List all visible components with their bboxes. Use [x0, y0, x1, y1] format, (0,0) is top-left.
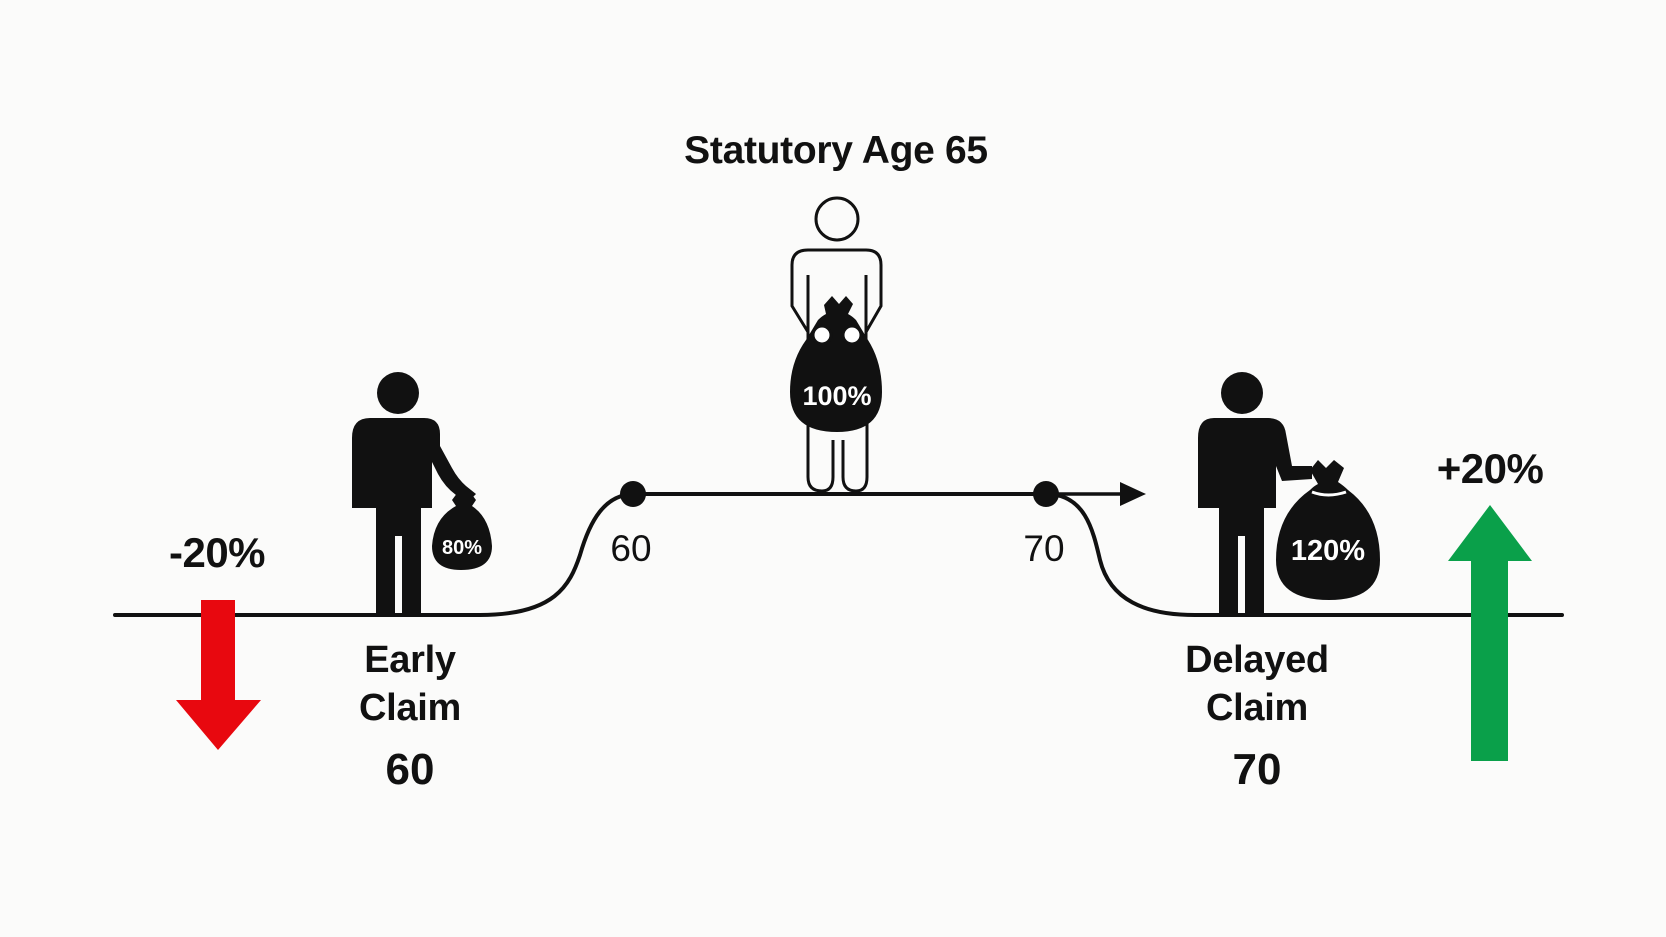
early-claim-bag-label: 80% [442, 537, 482, 559]
early-claim-person-icon [352, 372, 476, 614]
timeline-tick-70: 70 [1023, 528, 1065, 569]
increase-arrow-icon [1448, 505, 1532, 761]
statutory-age-bag-label: 100% [802, 381, 871, 411]
decrease-percent-label: -20% [168, 529, 266, 576]
delayed-claim-bag-label: 120% [1291, 535, 1365, 567]
timeline-node-60 [620, 481, 646, 507]
delayed-claim-age: 70 [1232, 745, 1282, 794]
delayed-claim-label-line2: Claim [1206, 687, 1308, 729]
delayed-claim-label-line1: Delayed [1185, 639, 1329, 681]
early-claim-label: Early Claim [359, 636, 461, 732]
timeline-tick-60: 60 [610, 528, 652, 569]
increase-percent-label: +20% [1436, 445, 1544, 492]
delayed-claim-money-bag-icon: 120% [1276, 460, 1380, 600]
statutory-age-money-bag-icon: 100% [790, 296, 882, 432]
early-claim-label-line1: Early [364, 639, 456, 681]
early-claim-label-line2: Claim [359, 687, 461, 729]
delayed-claim-person-icon [1198, 372, 1312, 614]
statutory-age-person-icon [790, 196, 883, 493]
delayed-claim-label: Delayed Claim [1185, 636, 1329, 732]
decrease-arrow-icon [176, 600, 261, 750]
early-claim-money-bag-icon: 80% [432, 492, 492, 570]
timeline-node-70 [1033, 481, 1059, 507]
early-claim-age: 60 [385, 745, 435, 794]
page-title: Statutory Age 65 [684, 129, 988, 172]
timeline-continue-arrowhead [1120, 482, 1146, 506]
